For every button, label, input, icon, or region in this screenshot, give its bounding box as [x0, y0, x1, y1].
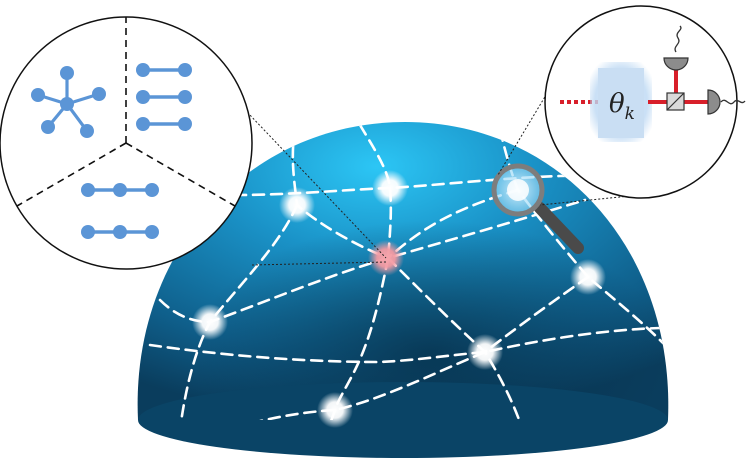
graph-types-inset: [0, 16, 253, 270]
network-link: [358, 123, 393, 260]
network-link: [316, 256, 390, 420]
inset-dividers: [16, 17, 236, 207]
measurement-inset: θk: [544, 5, 746, 199]
pair-graph-icon: [136, 63, 192, 131]
photodetector-icon: [663, 25, 689, 71]
beam-splitter-icon: [666, 92, 685, 111]
network-node: [279, 187, 315, 223]
network-nodes: [192, 170, 606, 428]
phase-symbol: θk: [609, 89, 635, 124]
network-node: [467, 334, 503, 370]
network-node: [192, 304, 228, 340]
network-node: [317, 392, 353, 428]
magnifying-glass-icon: [491, 163, 584, 254]
network-node: [570, 259, 606, 295]
network-link: [148, 326, 662, 364]
photodetector-icon: [707, 89, 746, 115]
zoom-line: [497, 79, 556, 176]
phase-box: [598, 68, 644, 138]
chain-graph-icon: [81, 183, 159, 239]
dome-base: [138, 382, 668, 458]
network-node: [372, 170, 408, 206]
star-graph-icon: [31, 66, 106, 138]
